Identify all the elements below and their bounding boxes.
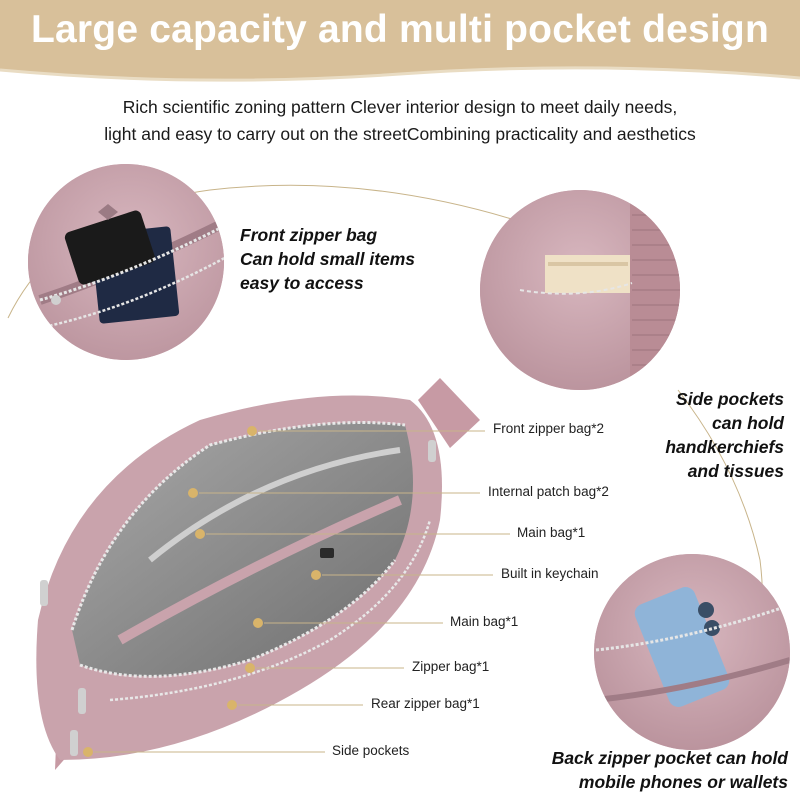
callout-dots — [83, 426, 321, 757]
dot-front-zipper — [247, 426, 257, 436]
header-banner — [0, 0, 800, 82]
back-pocket-detail-photo — [594, 554, 790, 750]
callout-front-line-3: easy to access — [240, 273, 364, 293]
dot-internal-patch — [188, 488, 198, 498]
label-built-in-keychain: Built in keychain — [501, 566, 599, 581]
label-zipper-bag: Zipper bag*1 — [412, 659, 490, 674]
callout-side-line-2: can hold — [712, 413, 784, 433]
label-rear-zipper-bag: Rear zipper bag*1 — [371, 696, 480, 711]
label-main-bag-2: Main bag*1 — [450, 614, 519, 629]
leader-lines — [94, 430, 510, 753]
label-front-zipper-bag: Front zipper bag*2 — [493, 421, 605, 436]
callout-back-line-2: mobile phones or wallets — [578, 772, 788, 792]
callout-side-line-4: and tissues — [687, 461, 784, 481]
callout-back-line-1: Back zipper pocket can hold — [551, 748, 788, 768]
dot-keychain — [311, 570, 321, 580]
intro-text-line-2: light and easy to carry out on the stree… — [104, 124, 696, 144]
callout-front-line-2: Can hold small items — [240, 249, 416, 269]
intro-text-line-1: Rich scientific zoning pattern Clever in… — [122, 97, 678, 117]
callout-side-pockets: Side pockets can hold handkerchiefs and … — [665, 387, 784, 483]
front-zipper-detail-photo — [28, 164, 224, 360]
callout-front-line-1: Front zipper bag — [240, 225, 378, 245]
label-main-bag-1: Main bag*1 — [517, 525, 586, 540]
dot-main-bag-1 — [195, 529, 205, 539]
dot-side-pockets — [83, 747, 93, 757]
page-title: Large capacity and multi pocket design — [31, 8, 769, 51]
callout-side-line-3: handkerchiefs — [665, 437, 784, 457]
callout-back-pocket: Back zipper pocket can hold mobile phone… — [552, 746, 788, 794]
label-internal-patch-bag: Internal patch bag*2 — [488, 484, 609, 499]
dot-zipper-bag — [245, 663, 255, 673]
dot-main-bag-2 — [253, 618, 263, 628]
label-side-pockets: Side pockets — [332, 743, 410, 758]
callout-side-line-1: Side pockets — [676, 389, 784, 409]
open-bag-photo — [36, 378, 480, 770]
dot-rear-zipper — [227, 700, 237, 710]
callout-front-zipper: Front zipper bag Can hold small items ea… — [240, 223, 415, 295]
